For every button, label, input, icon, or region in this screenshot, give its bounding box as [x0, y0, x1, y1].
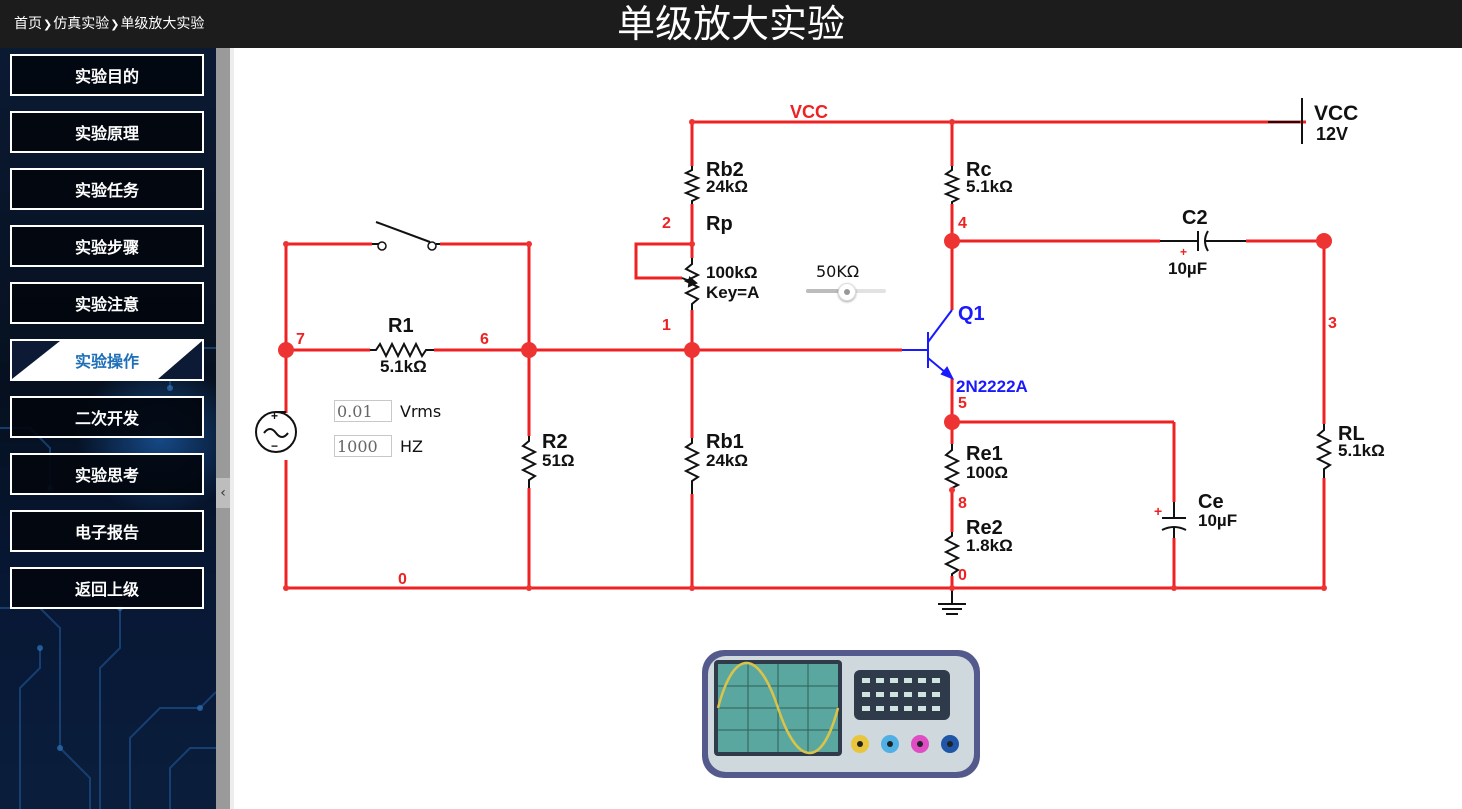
amplitude-unit: Vrms [400, 402, 442, 421]
sidebar-item-notes[interactable]: 实验注意 [10, 282, 204, 324]
svg-text:+: + [271, 409, 278, 423]
resistor-rl [1315, 424, 1333, 478]
oscilloscope-button[interactable] [700, 648, 982, 780]
label-q1-name: Q1 [958, 303, 985, 325]
label-rp-name: Rp [706, 213, 733, 235]
label-c2-name: C2 [1182, 207, 1208, 229]
label-rp-value: 100kΩ [706, 263, 757, 282]
ac-source: + − [255, 409, 297, 453]
potentiometer-value-label: 50KΩ [816, 262, 860, 281]
label-r1-value: 5.1kΩ [380, 357, 427, 376]
resistor-r1 [370, 341, 434, 359]
resistor-r2 [520, 436, 538, 488]
collapse-sidebar-button[interactable]: ‹ [216, 478, 230, 508]
amplitude-input[interactable] [334, 400, 392, 422]
label-vcc-symbol: VCC [1314, 102, 1358, 125]
wires [284, 120, 1326, 590]
breadcrumb-home[interactable]: 首页 [14, 16, 42, 32]
label-rc-value: 5.1kΩ [966, 177, 1013, 196]
sidebar-divider [216, 48, 230, 809]
resistor-re2 [943, 532, 961, 576]
label-rb1-name: Rb1 [706, 431, 744, 453]
label-c2-value: 10µF [1168, 259, 1207, 278]
ground-symbol [938, 588, 966, 615]
resistor-re1 [943, 444, 961, 490]
label-rl-name: RL [1338, 423, 1365, 445]
resistor-rb1 [683, 438, 701, 494]
label-rl-value: 5.1kΩ [1338, 441, 1385, 460]
chevron-right-icon: ❯ [43, 18, 53, 31]
simulation-canvas: + − + + [234, 48, 1462, 809]
capacitor-ce: + [1154, 502, 1187, 538]
sidebar: 实验目的 实验原理 实验任务 实验步骤 实验注意 实验操作 二次开发 实验思考 … [0, 48, 216, 809]
label-rp-key: Key=A [706, 283, 759, 302]
chevron-right-icon: ❯ [110, 18, 120, 31]
sidebar-item-report[interactable]: 电子报告 [10, 510, 204, 552]
sidebar-item-reflection[interactable]: 实验思考 [10, 453, 204, 495]
chevron-left-icon: ‹ [220, 485, 226, 501]
resistor-rb2 [683, 166, 701, 204]
label-rb1-value: 24kΩ [706, 451, 748, 470]
resistor-rc [943, 166, 961, 204]
top-bar: 首页❯仿真实验❯单级放大实验 单级放大实验 [0, 0, 1462, 48]
page-title: 单级放大实验 [616, 2, 845, 46]
label-re1-value: 100Ω [966, 463, 1008, 482]
sidebar-item-operation[interactable]: 实验操作 [10, 339, 204, 381]
resistors [370, 166, 1333, 576]
label-r2-name: R2 [542, 431, 568, 453]
label-rc-name: Rc [966, 159, 992, 181]
node-label-0-right: 0 [958, 567, 967, 584]
frequency-input[interactable] [334, 435, 392, 457]
circuit-schematic: + − + + [255, 98, 1385, 615]
label-r1-name: R1 [388, 315, 414, 337]
breadcrumb: 首页❯仿真实验❯单级放大实验 [14, 13, 204, 33]
node-label-5: 5 [958, 395, 967, 412]
potentiometer-slider[interactable] [806, 283, 886, 301]
node-label-1: 1 [662, 317, 671, 334]
node-label-8: 8 [958, 495, 967, 512]
sidebar-item-task[interactable]: 实验任务 [10, 168, 204, 210]
label-rb2-name: Rb2 [706, 159, 744, 181]
label-ce-name: Ce [1198, 491, 1224, 513]
label-vcc-net: VCC [790, 102, 828, 122]
label-vcc-voltage: 12V [1316, 124, 1348, 144]
label-r2-value: 51Ω [542, 451, 575, 470]
label-q1-model: 2N2222A [956, 377, 1028, 396]
oscilloscope-ports-icon [851, 735, 959, 753]
svg-text:−: − [271, 439, 278, 453]
label-re1-name: Re1 [966, 443, 1003, 465]
node-label-6: 6 [480, 331, 489, 348]
node-label-4: 4 [958, 215, 967, 232]
node-label-0-left: 0 [398, 571, 407, 588]
capacitor-c2: + [1160, 230, 1246, 259]
node-dots [278, 119, 1332, 591]
sidebar-item-development[interactable]: 二次开发 [10, 396, 204, 438]
label-re2-value: 1.8kΩ [966, 536, 1013, 555]
frequency-unit: HZ [400, 437, 423, 456]
switch[interactable] [372, 221, 440, 251]
label-ce-value: 10µF [1198, 511, 1237, 530]
label-rb2-value: 24kΩ [706, 177, 748, 196]
node-label-3: 3 [1328, 315, 1337, 332]
sidebar-item-purpose[interactable]: 实验目的 [10, 54, 204, 96]
slider-thumb[interactable] [838, 283, 856, 301]
breadcrumb-simulation[interactable]: 仿真实验 [53, 16, 110, 32]
svg-text:+: + [1180, 245, 1187, 259]
svg-text:+: + [1154, 503, 1162, 519]
vcc-supply-symbol [1268, 98, 1303, 144]
label-re2-name: Re2 [966, 517, 1003, 539]
sidebar-item-steps[interactable]: 实验步骤 [10, 225, 204, 267]
sidebar-item-back[interactable]: 返回上级 [10, 567, 204, 609]
sidebar-item-principle[interactable]: 实验原理 [10, 111, 204, 153]
sine-wave-icon [716, 662, 840, 754]
node-label-2: 2 [662, 215, 671, 232]
breadcrumb-current: 单级放大实验 [120, 16, 205, 32]
transistor-q1 [902, 309, 955, 380]
node-label-7: 7 [296, 331, 305, 348]
